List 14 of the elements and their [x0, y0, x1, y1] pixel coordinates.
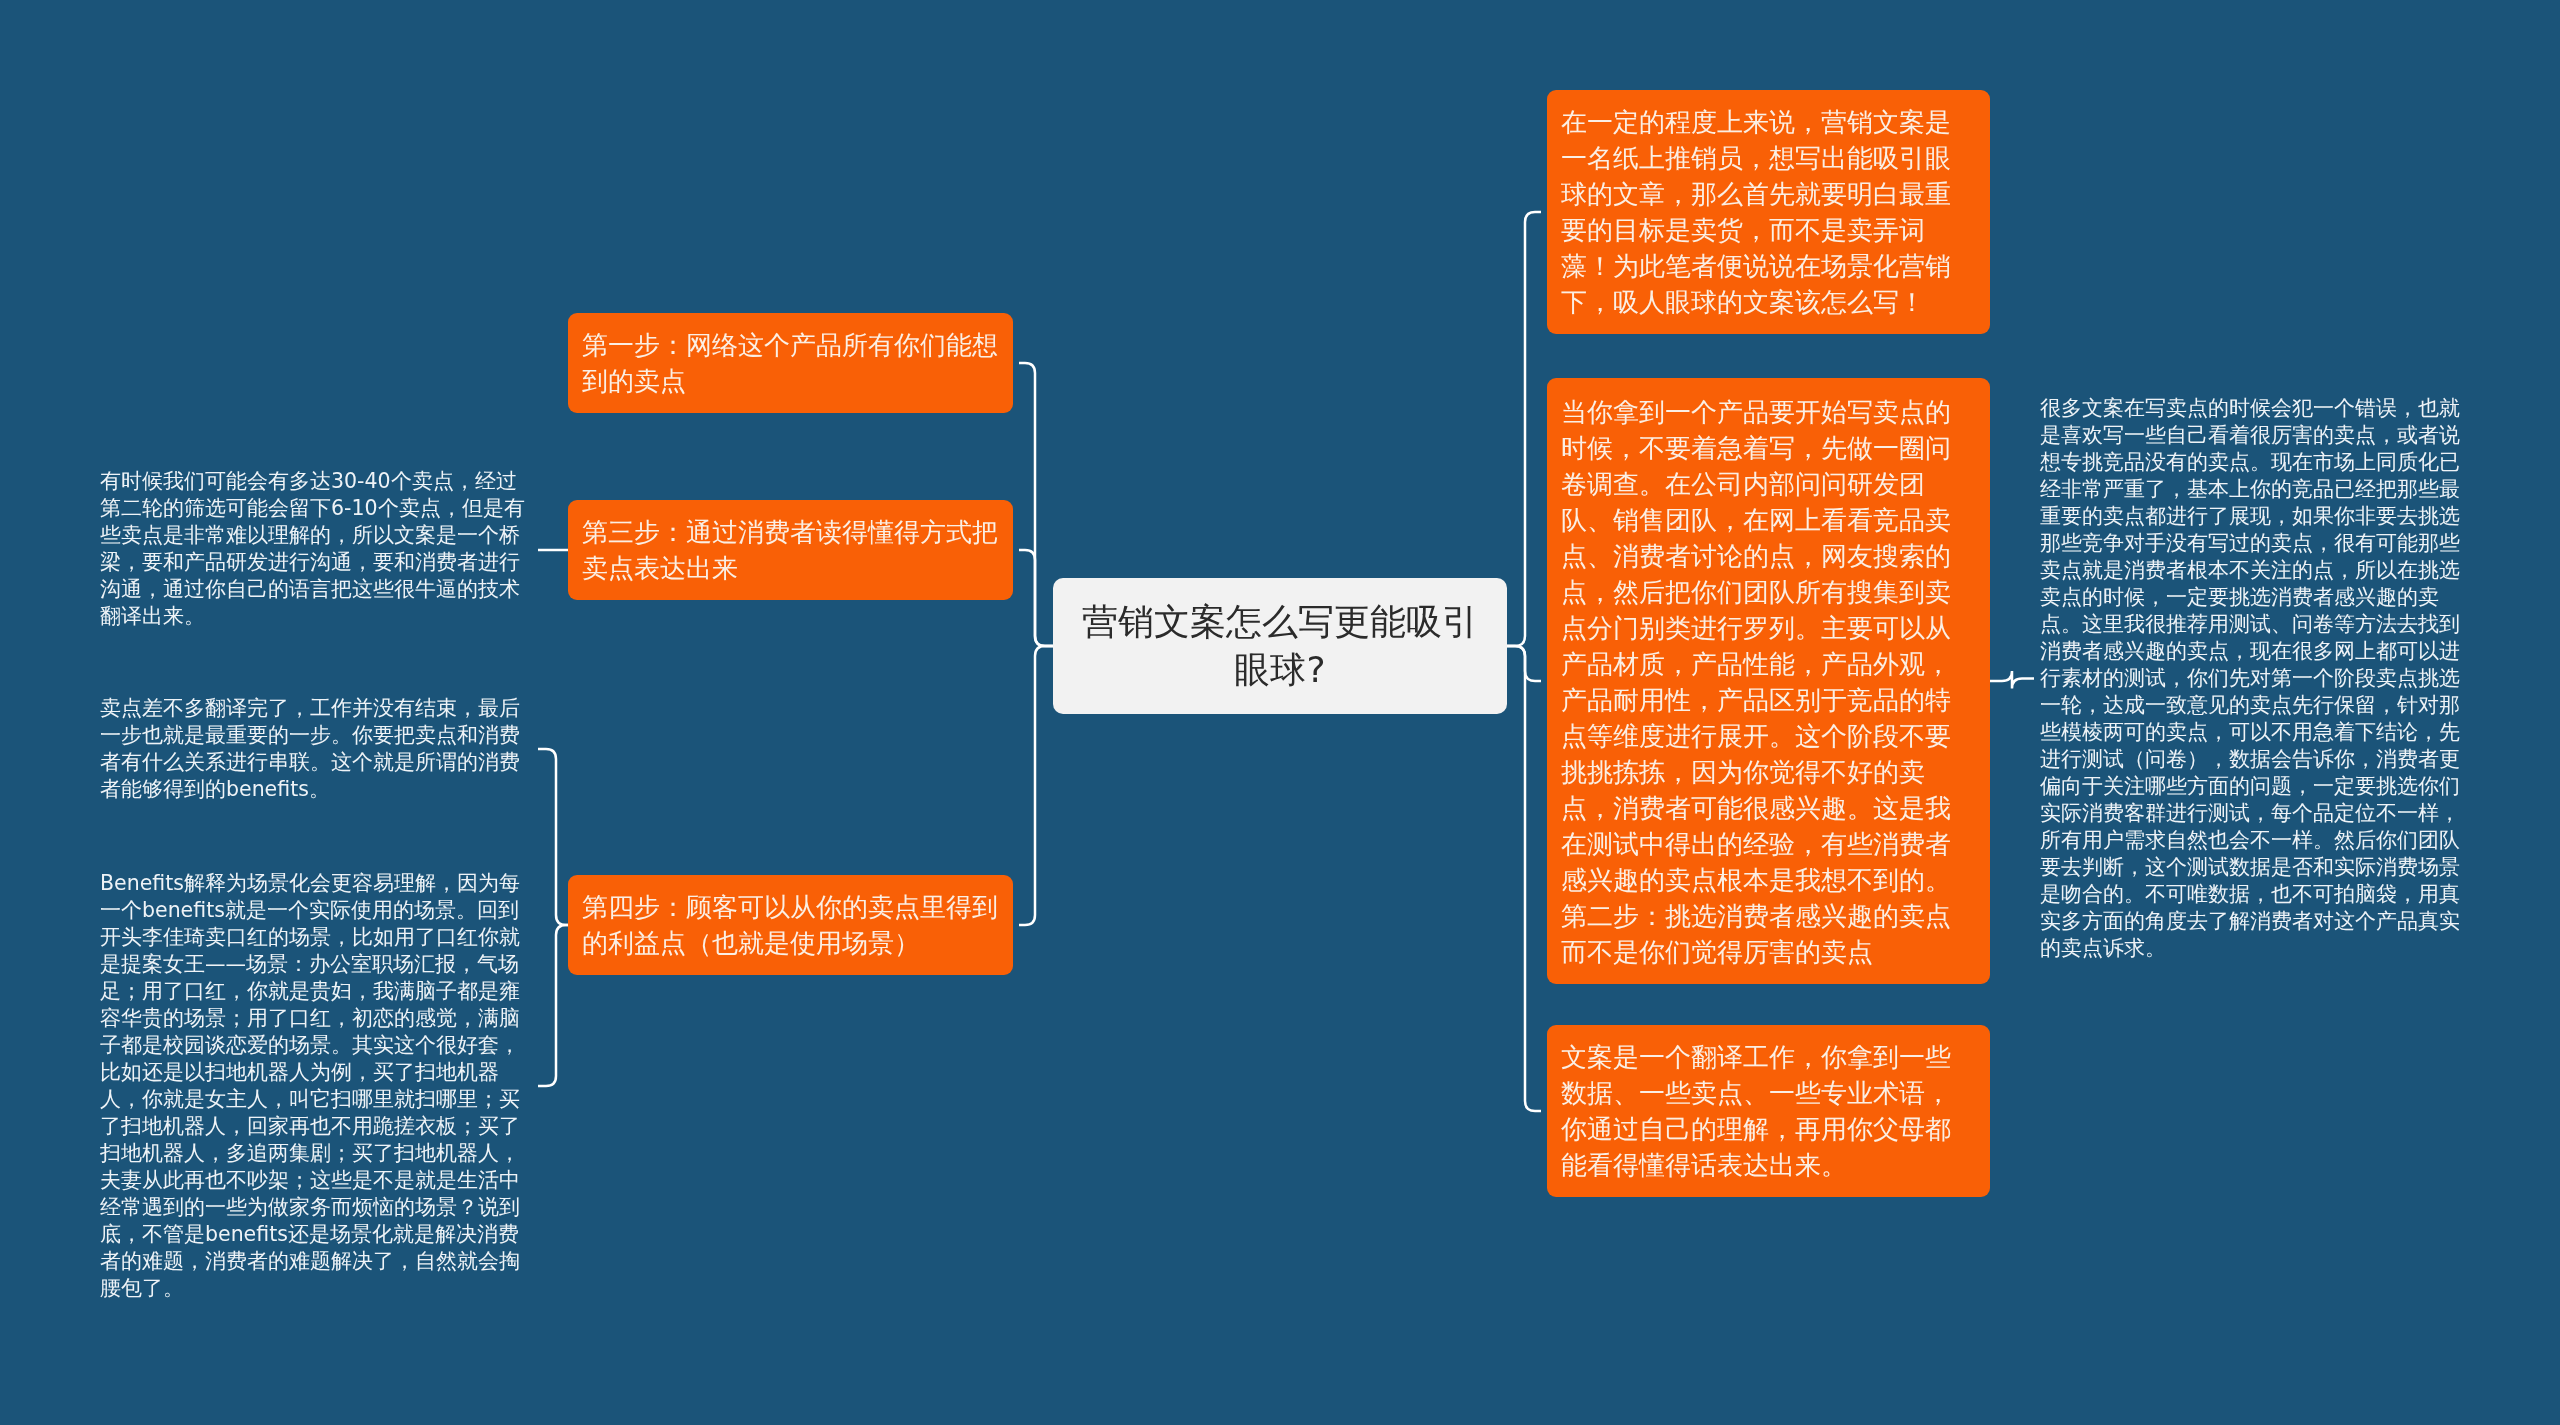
connector-line	[538, 548, 568, 552]
topic-box: 营销文案怎么写更能吸引眼球?	[1053, 578, 1507, 714]
text-box: 在一定的程度上来说，营销文案是一名纸上推销员，想写出能吸引眼球的文章，那么首先就要明白最重要的目标是卖货，而不是卖弄词藻！为此笔者便说说在场景化营销下，吸人眼球的文案该怎么写！	[1547, 90, 1990, 334]
note-text: 有时候我们可能会有多达30-40个卖点，经过第二轮的筛选可能会留下6-10个卖点，但是有些卖点是非常难以理解的，所以文案是一个桥梁，要和产品研发进行沟通，要和消费者进行沟通，通过你自己的语言把这些很牛逼的技术翻译出来。	[100, 468, 532, 630]
connector-line	[1990, 669, 2034, 690]
connector-line	[1019, 644, 1053, 927]
note-text: 很多文案在写卖点的时候会犯一个错误，也就是喜欢写一些自己看着很厉害的卖点，或者说想专挑竞品没有的卖点。现在市场上同质化已经非常严重了，基本上你的竞品已经把那些最重要的卖点都进行了展现，如果你非要去挑选那些竞争对手没有写过的卖点，很有可能那些卖点就是消费者根本不关注的点，所以在挑选卖点的时候，一定要挑选消费者感兴趣的卖点。这里我很推荐用测试、问卷等方法去找到消费者感兴趣的卖点，现在很多网上都可以进行素材的测试，你们先对第一个阶段卖点挑选一轮，达成一致意见的卖点先行保留，针对那些模棱两可的卖点，可以不用急着下结论，先进行测试（问卷），数据会告诉你，消费者更偏向于关注哪些方面的问题，一定要挑选你们实际消费客群进行测试，每个品定位不一样，所有用户需求自然也会不一样。然后你们团队要去判断，这个测试数据是否和实际消费场景是吻合的。不可唯数据，也不可拍脑袋，用真实多方面的角度去了解消费者对这个产品真实的卖点诉求。	[2040, 395, 2472, 962]
text-box: 文案是一个翻译工作，你拿到一些数据、一些卖点、一些专业术语，你通过自己的理解，再用你父母都能看得懂得话表达出来。	[1547, 1025, 1990, 1197]
note-text: Benefits解释为场景化会更容易理解，因为每一个benefits就是一个实际使用的场景。回到开头李佳琦卖口红的场景，比如用了口红你就是提案女王——场景：办公室职场汇报，气场足；用了口红，你就是贵妇，我满脑子都是雍容华贵的场景；用了口红，初恋的感觉，满脑子都是校园谈恋爱的场景。其实这个很好套，比如还是以扫地机器人为例，买了扫地机器人，你就是女主人，叫它扫哪里就扫哪里；买了扫地机器人，回家再也不用跪搓衣板；买了扫地机器人，多追两集剧；买了扫地机器人，夫妻从此再也不吵架；这些是不是就是生活中经常遇到的一些为做家务而烦恼的场景？说到底，不管是benefits还是场景化就是解决消费者的难题，消费者的难题解决了，自然就会掏腰包了。	[100, 870, 532, 1302]
text-box: 第四步：顾客可以从你的卖点里得到的利益点（也就是使用场景）	[568, 875, 1013, 975]
text-box: 当你拿到一个产品要开始写卖点的时候，不要着急着写，先做一圈问卷调查。在公司内部问问研发团队、销售团队，在网上看看竞品卖点、消费者讨论的点，网友搜索的点，然后把你们团队所有搜集到卖点分门别类进行罗列。主要可以从产品材质，产品性能，产品外观，产品耐用性，产品区别于竞品的特点等维度进行展开。这个阶段不要挑挑拣拣，因为你觉得不好的卖点，消费者可能很感兴趣。这是我在测试中得出的经验，有些消费者感兴趣的卖点根本是我想不到的。第二步：挑选消费者感兴趣的卖点而不是你们觉得厉害的卖点	[1547, 378, 1990, 984]
note-text: 卖点差不多翻译完了，工作并没有结束，最后一步也就是最重要的一步。你要把卖点和消费者有什么关系进行串联。这个就是所谓的消费者能够得到的benefits。	[100, 695, 532, 803]
text-box: 第一步：网络这个产品所有你们能想到的卖点	[568, 313, 1013, 413]
text-box: 第三步：通过消费者读得懂得方式把卖点表达出来	[568, 500, 1013, 600]
